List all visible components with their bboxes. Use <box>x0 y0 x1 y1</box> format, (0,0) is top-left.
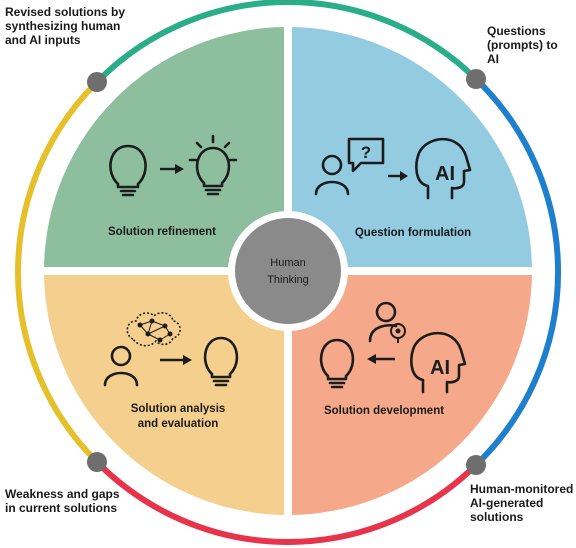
ai-head-icon: AI <box>410 331 467 394</box>
label-questions-to-ai: Questions (prompts) to AI <box>487 24 558 66</box>
quadrant-label-solution-development: Solution development <box>324 405 444 417</box>
lightbulb-icon <box>203 336 239 387</box>
ring-node-top-right <box>466 69 486 89</box>
center-circle <box>235 218 341 324</box>
quadrant-label-solution-refinement: Solution refinement <box>108 226 216 238</box>
center-label-line2: Thinking <box>267 274 309 286</box>
lightbulb-icon <box>319 338 355 389</box>
lit-lightbulb-icon <box>188 134 238 196</box>
person-icon <box>103 345 139 387</box>
quadrant-label-question-formulation: Question formulation <box>355 227 471 239</box>
svg-text:AI: AI <box>435 163 455 185</box>
question-bubble-icon: ? <box>347 137 385 173</box>
ai-head-icon: AI <box>415 137 472 200</box>
label-weakness-and-gaps: Weakness and gaps in current solutions <box>5 487 120 515</box>
quadrant-label-solution-analysis-line1: Solution analysis <box>131 403 226 415</box>
lightbulb-icon <box>109 144 147 197</box>
svg-text:AI: AI <box>430 357 450 379</box>
brain-network-icon <box>126 312 181 347</box>
arrow-right-icon <box>160 164 184 174</box>
arrow-right-icon <box>388 171 408 181</box>
label-human-monitored-solutions: Human-monitored AI-generated solutions <box>470 482 574 524</box>
ring-node-top-left <box>87 72 107 92</box>
ring-node-bottom-left <box>87 452 107 472</box>
quadrant-label-solution-analysis-line2: and evaluation <box>138 418 219 430</box>
svg-text:?: ? <box>361 143 371 162</box>
ring-arc-bottom <box>94 459 479 545</box>
monitoring-person-icon <box>368 301 406 343</box>
ring-node-bottom-right <box>466 455 486 475</box>
center-label-line1: Human <box>270 257 305 269</box>
ring-arc-left <box>15 79 100 465</box>
label-revised-solutions: Revised solutions by synthesizing human … <box>5 5 126 47</box>
person-icon <box>314 154 350 196</box>
arrow-right-icon <box>160 355 192 365</box>
ring-arc-top <box>94 0 479 85</box>
ring-arc-right <box>473 76 562 468</box>
arrow-left-icon <box>367 354 395 364</box>
